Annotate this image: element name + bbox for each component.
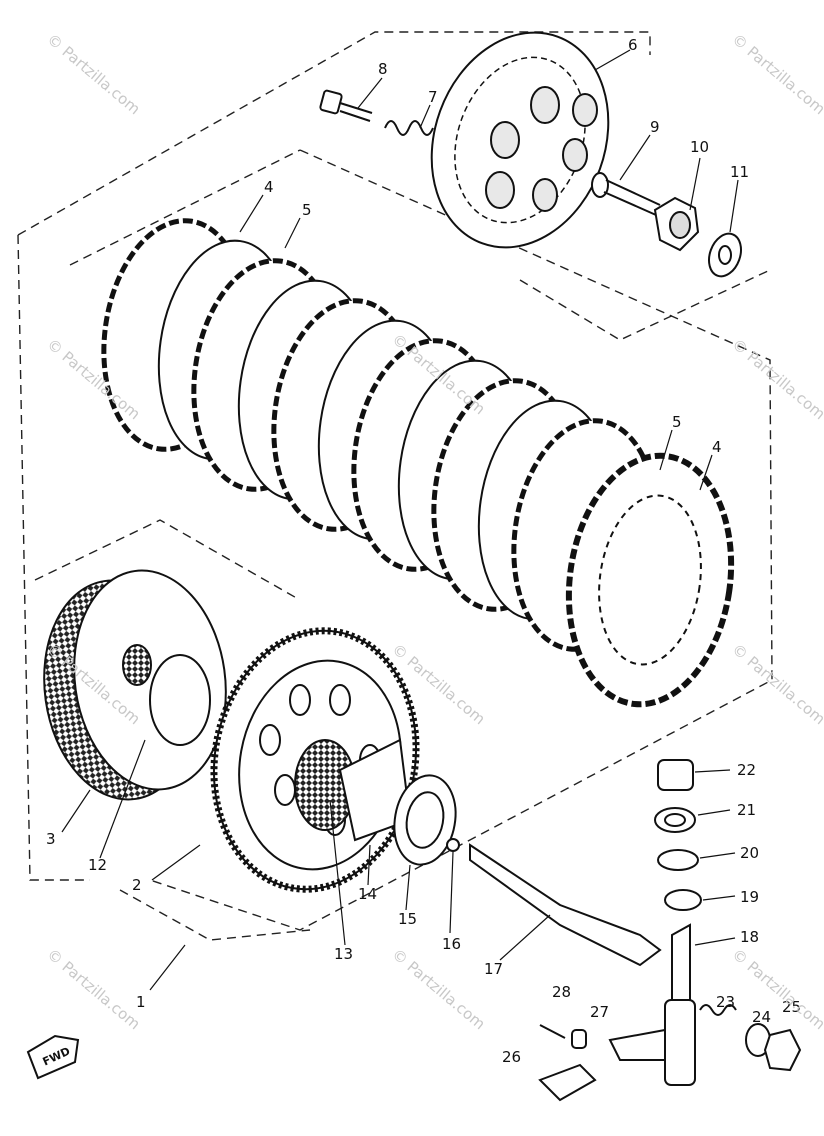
callout-4-top: 4 (264, 178, 274, 196)
callout-13: 13 (334, 945, 354, 963)
fwd-arrow-icon (26, 1034, 80, 1080)
callout-25: 25 (782, 998, 802, 1016)
callout-7: 7 (428, 88, 438, 106)
push-rod-nut-washer (591, 172, 742, 278)
bolt-and-spring (319, 89, 434, 136)
leader-lines (61, 49, 739, 991)
callout-12: 12 (88, 856, 108, 874)
callout-26: 26 (502, 1048, 522, 1066)
callout-16: 16 (442, 935, 462, 953)
callout-2: 2 (132, 876, 142, 894)
callout-5-bottom: 5 (672, 413, 682, 431)
callout-10: 10 (690, 138, 710, 156)
callout-19: 19 (740, 888, 760, 906)
callout-27: 27 (590, 1003, 610, 1021)
release-mechanism (538, 759, 802, 1102)
callout-23: 23 (716, 993, 736, 1011)
callout-20: 20 (740, 844, 760, 862)
callout-3: 3 (46, 830, 56, 848)
callout-22: 22 (737, 761, 757, 779)
callout-6: 6 (628, 36, 638, 54)
callout-15: 15 (398, 910, 418, 928)
pressure-plate (430, 31, 610, 249)
callout-24: 24 (752, 1008, 772, 1026)
group-outlines (17, 31, 773, 941)
callout-1: 1 (136, 993, 146, 1011)
callout-11: 11 (730, 163, 750, 181)
clutch-housing (210, 627, 420, 893)
callout-17: 17 (484, 960, 504, 978)
washer-ball-shaft (393, 774, 662, 967)
callout-28: 28 (552, 983, 572, 1001)
primary-driven-gear (43, 569, 227, 801)
friction-and-clutch-plates (101, 218, 735, 708)
callout-14: 14 (358, 885, 378, 903)
callout-18: 18 (740, 928, 760, 946)
callout-9: 9 (650, 118, 660, 136)
callout-8: 8 (378, 60, 388, 78)
callout-4-bottom: 4 (712, 438, 722, 456)
callout-21: 21 (737, 801, 757, 819)
callout-5-top: 5 (302, 201, 312, 219)
